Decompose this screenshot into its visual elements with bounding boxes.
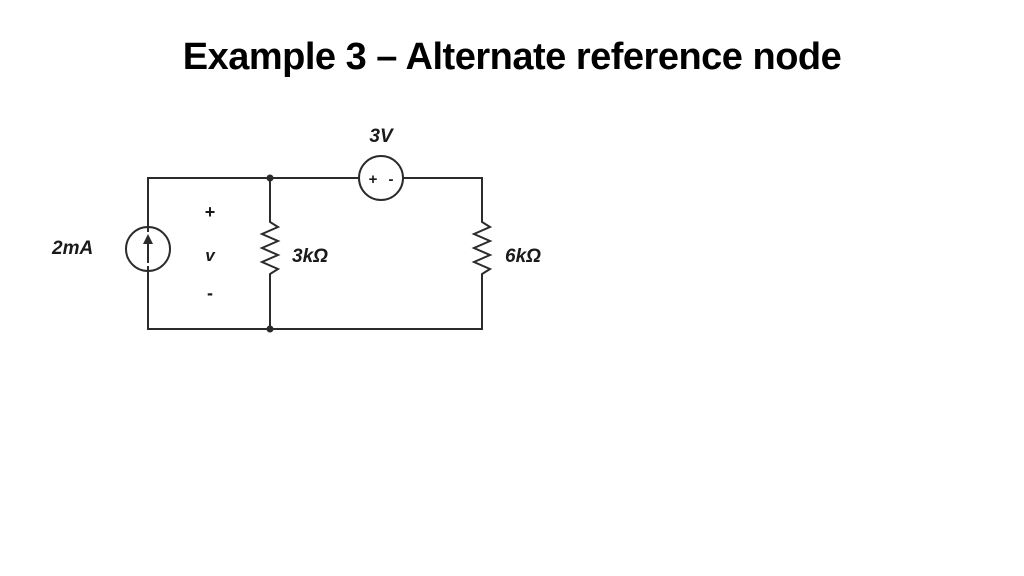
resistor-6k-label: 6kΩ [505, 246, 541, 267]
voltage-source-plus: + [369, 171, 378, 188]
resistor-3k-label: 3kΩ [292, 246, 328, 267]
left-branch-wire [147, 177, 483, 330]
node-top-junction [266, 174, 274, 182]
current-source [125, 226, 171, 272]
node-bottom-junction [266, 325, 274, 333]
resistor-3k [259, 177, 281, 330]
voltage-minus-sign: - [207, 283, 213, 303]
slide-title: Example 3 – Alternate reference node [182, 36, 842, 78]
arrow-head-icon [143, 234, 153, 244]
voltage-source-minus: - [389, 171, 394, 188]
voltage-source-label: 3V [369, 126, 394, 147]
voltage-source [358, 155, 404, 201]
voltage-plus-sign: + [205, 202, 216, 222]
voltage-name-v: v [205, 246, 216, 265]
current-source-label: 2mA [51, 238, 93, 259]
resistor-6k [402, 177, 493, 330]
